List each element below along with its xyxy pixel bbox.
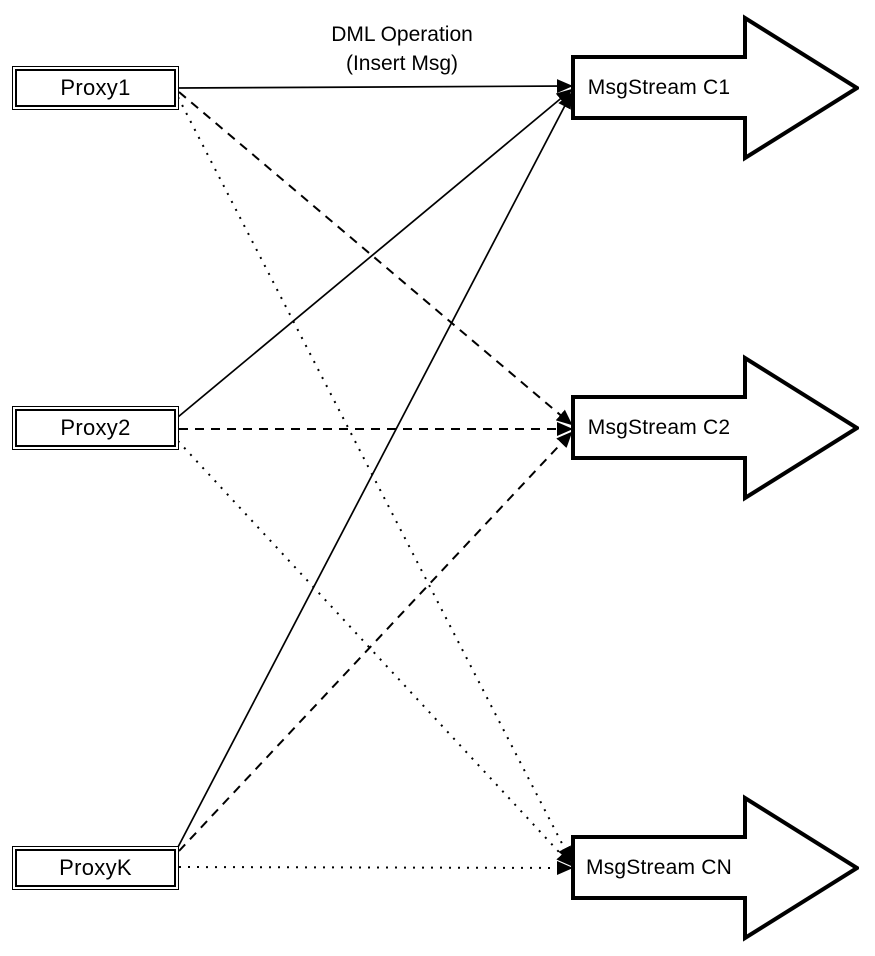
node-proxyk-label: ProxyK <box>15 849 176 887</box>
edge-proxy2-c1 <box>177 88 573 418</box>
block-arrow-shape <box>571 794 859 942</box>
edge-proxyk-cn <box>178 860 573 875</box>
node-proxy1-label: Proxy1 <box>15 69 176 107</box>
dml-operation-label-line2: (Insert Msg) <box>345 52 458 75</box>
edge-proxy1-c1 <box>178 79 573 94</box>
edge-proxyk-c1 <box>176 92 572 850</box>
node-msgstream-cn-arrow <box>571 794 859 942</box>
block-arrow-shape <box>571 14 859 162</box>
edge-proxy1-c2 <box>178 91 573 426</box>
dml-operation-label: DML Operation (Insert Msg) <box>252 20 552 78</box>
node-msgstream-c2-arrow <box>571 354 859 502</box>
node-proxyk: ProxyK <box>12 846 179 890</box>
edge-proxyk-c2 <box>178 431 573 852</box>
node-proxy2: Proxy2 <box>12 406 179 450</box>
node-msgstream-c1-arrow <box>571 14 859 162</box>
edge-proxy1-cn <box>177 96 572 863</box>
edge-proxy2-cn <box>177 440 573 867</box>
node-proxy1: Proxy1 <box>12 66 179 110</box>
dml-operation-label-line1: DML Operation <box>331 23 473 46</box>
node-proxy2-label: Proxy2 <box>15 409 176 447</box>
block-arrow-shape <box>571 354 859 502</box>
